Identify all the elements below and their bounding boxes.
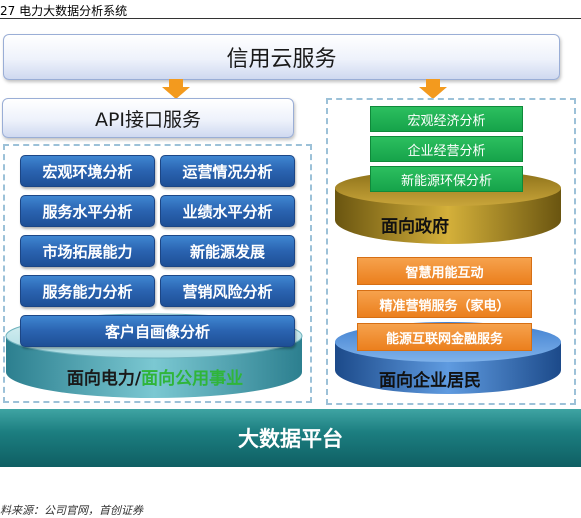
item-label: 业绩水平分析 — [182, 202, 273, 221]
item-label: 能源互联网金融服务 — [385, 331, 503, 347]
api-service-bar: API接口服务 — [2, 98, 294, 138]
marketing-risk-analysis: 营销风险分析 — [160, 275, 295, 307]
item-label: 客户自画像分析 — [104, 322, 210, 341]
label-text: 面向政府 — [381, 216, 449, 237]
api-service-label: API接口服务 — [94, 108, 202, 131]
smart-energy-interaction: 智慧用能互动 — [357, 257, 532, 285]
item-label: 服务水平分析 — [42, 202, 133, 221]
power-label: 面向电力/ — [66, 368, 142, 389]
macro-environment-analysis: 宏观环境分析 — [20, 155, 155, 187]
utility-label: 面向公用事业 — [141, 368, 244, 389]
down-arrow-icon — [162, 79, 190, 99]
platform-label: 大数据平台 — [238, 427, 343, 451]
enterprise-disk-label: 面向企业居民 — [350, 366, 510, 391]
market-expansion: 市场拓展能力 — [20, 235, 155, 267]
macro-economy-analysis: 宏观经济分析 — [370, 106, 523, 132]
source-note: 料来源：公司官网，首创证券 — [0, 504, 143, 517]
left-panel — [3, 144, 312, 403]
performance-analysis: 业绩水平分析 — [160, 195, 295, 227]
item-label: 新能源环保分析 — [400, 173, 492, 189]
customer-portrait-analysis: 客户自画像分析 — [20, 315, 295, 347]
energy-internet-finance: 能源互联网金融服务 — [357, 323, 532, 351]
item-label: 智慧用能互动 — [405, 265, 484, 281]
item-label: 宏观环境分析 — [42, 162, 133, 181]
credit-service-bar: 信用云服务 — [3, 34, 560, 80]
item-label: 营销风险分析 — [182, 282, 273, 301]
right-panel — [326, 98, 576, 405]
down-arrow-icon — [419, 79, 447, 99]
item-label: 企业经营分析 — [407, 143, 486, 159]
figure-caption: 27 电力大数据分析系统 — [0, 4, 128, 18]
new-energy-environment-analysis: 新能源环保分析 — [370, 166, 523, 192]
item-label: 运营情况分析 — [182, 162, 273, 181]
service-capability-analysis: 服务能力分析 — [20, 275, 155, 307]
label-text: 面向企业居民 — [379, 370, 481, 391]
enterprise-operation-analysis: 企业经营分析 — [370, 136, 523, 162]
item-label: 精准营销服务（家电） — [379, 298, 510, 314]
precision-marketing-service: 精准营销服务（家电） — [357, 290, 532, 318]
service-level-analysis: 服务水平分析 — [20, 195, 155, 227]
new-energy-development: 新能源发展 — [160, 235, 295, 267]
operation-analysis: 运营情况分析 — [160, 155, 295, 187]
item-label: 宏观经济分析 — [407, 113, 486, 129]
credit-service-label: 信用云服务 — [226, 47, 337, 72]
item-label: 市场拓展能力 — [42, 242, 133, 261]
item-label: 服务能力分析 — [42, 282, 133, 301]
item-label: 新能源发展 — [189, 242, 265, 261]
left-disk-label: 面向电力/面向公用事业 — [40, 364, 270, 389]
big-data-platform: 大数据平台 — [0, 409, 581, 467]
caption-divider — [0, 18, 581, 19]
gov-disk-label: 面向政府 — [340, 212, 490, 237]
